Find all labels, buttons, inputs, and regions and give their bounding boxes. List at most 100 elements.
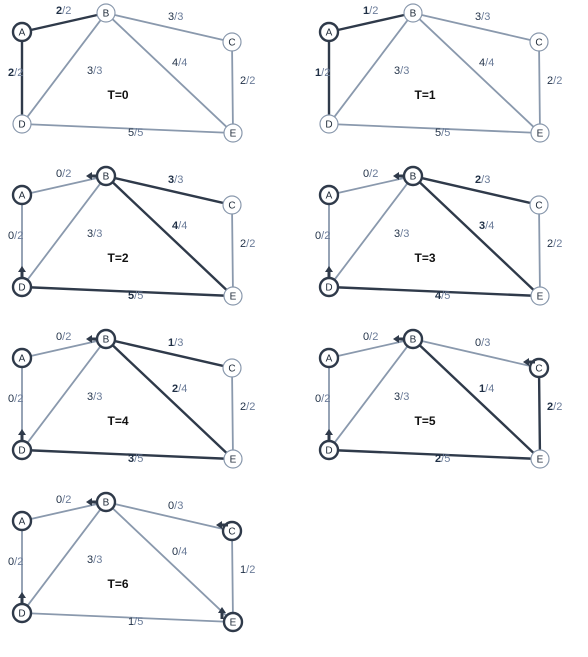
edge-label-bc: 2/3 xyxy=(475,174,490,186)
edge-bc xyxy=(420,340,532,367)
edge-slash: / xyxy=(481,11,485,23)
edge-label-ad: 0/2 xyxy=(315,393,330,405)
edge-be xyxy=(418,18,535,128)
node-b xyxy=(403,3,423,23)
edge-flow: 1 xyxy=(363,5,369,17)
edge-label-bc: 3/3 xyxy=(168,11,183,23)
edge-cap: 2 xyxy=(17,67,23,79)
edge-cap: 2 xyxy=(372,5,378,17)
edge-cap: 2 xyxy=(17,230,23,242)
edge-flow: 0 xyxy=(8,393,14,405)
edge-ab xyxy=(29,503,99,520)
edge-label-bd: 3/3 xyxy=(394,391,409,403)
edge-cap: 5 xyxy=(137,616,143,628)
edge-ab xyxy=(336,13,406,32)
edge-slash: / xyxy=(481,174,485,186)
edge-flow: 2 xyxy=(240,401,246,413)
edge-flow: 2 xyxy=(240,238,246,250)
node-label-a: A xyxy=(326,354,333,365)
node-label-d: D xyxy=(18,446,25,457)
edge-flow: 0 xyxy=(475,337,481,349)
node-c xyxy=(222,358,242,378)
node-a xyxy=(318,21,340,43)
edge-slash: / xyxy=(481,337,485,349)
edge-label-bd: 3/3 xyxy=(87,554,102,566)
node-c xyxy=(529,195,549,215)
edge-label-de: 5/5 xyxy=(435,127,450,139)
time-step-label: T=2 xyxy=(107,251,128,265)
time-step-label: T=0 xyxy=(107,88,128,102)
edge-bc xyxy=(420,14,532,41)
edge-ce xyxy=(537,375,542,452)
edge-label-de: 5/5 xyxy=(128,290,143,302)
edge-cap: 2 xyxy=(65,331,71,343)
node-label-a: A xyxy=(19,28,26,39)
edge-slash: / xyxy=(321,230,325,242)
edge-slash: / xyxy=(246,564,250,576)
edge-cap: 2 xyxy=(17,556,23,568)
edge-label-bc: 0/3 xyxy=(475,337,490,349)
edge-cap: 3 xyxy=(484,337,490,349)
node-label-d: D xyxy=(18,283,25,294)
edge-label-ab: 2/2 xyxy=(56,5,71,17)
edge-slash: / xyxy=(178,220,182,232)
edge-bd xyxy=(333,182,409,281)
edge-label-ad: 0/2 xyxy=(8,556,23,568)
edge-flow: 4 xyxy=(435,290,442,302)
edge-cap: 3 xyxy=(177,174,183,186)
edge-cap: 3 xyxy=(177,11,183,23)
edge-label-de: 2/5 xyxy=(435,453,450,465)
edge-cap: 3 xyxy=(96,228,102,240)
edge-ce xyxy=(231,50,234,125)
edge-label-bd: 3/3 xyxy=(87,391,102,403)
edge-cap: 4 xyxy=(181,220,187,232)
time-step-label: T=6 xyxy=(107,577,128,591)
edge-label-be: 4/4 xyxy=(172,57,187,69)
node-label-b: B xyxy=(103,498,110,509)
edge-flow: 1 xyxy=(168,337,174,349)
node-a xyxy=(11,510,33,532)
flow-arrow-icon xyxy=(393,172,405,180)
edge-cap: 4 xyxy=(488,57,494,69)
node-label-a: A xyxy=(19,354,26,365)
node-label-c: C xyxy=(228,38,235,49)
edge-slash: / xyxy=(246,238,250,250)
edge-cap: 4 xyxy=(181,57,187,69)
edge-flow: 2 xyxy=(56,5,62,17)
edge-label-bd: 3/3 xyxy=(394,65,409,77)
edge-flow: 3 xyxy=(168,174,174,186)
edge-cap: 3 xyxy=(96,65,102,77)
edge-cap: 3 xyxy=(177,337,183,349)
edge-slash: / xyxy=(93,554,97,566)
edge-cap: 3 xyxy=(177,500,183,512)
edge-flow: 2 xyxy=(240,75,246,87)
flow-arrow-icon xyxy=(393,335,405,343)
edge-bd xyxy=(26,508,102,607)
time-step-label: T=5 xyxy=(414,414,435,428)
node-e xyxy=(530,449,550,469)
edge-cap: 3 xyxy=(484,11,490,23)
node-label-a: A xyxy=(326,191,333,202)
edge-slash: / xyxy=(93,65,97,77)
flow-arrow-icon xyxy=(18,266,26,278)
edge-slash: / xyxy=(93,391,97,403)
flow-arrow-icon xyxy=(18,592,26,604)
edge-de xyxy=(336,286,533,297)
edge-label-de: 5/5 xyxy=(128,127,143,139)
edge-slash: / xyxy=(62,331,66,343)
edge-label-be: 1/4 xyxy=(479,383,494,395)
edge-cap: 2 xyxy=(17,393,23,405)
edge-flow: 3 xyxy=(87,228,93,240)
node-label-e: E xyxy=(537,292,544,303)
edge-slash: / xyxy=(485,383,489,395)
node-label-e: E xyxy=(230,618,237,629)
edge-flow: 3 xyxy=(128,453,134,465)
edge-label-ad: 0/2 xyxy=(8,393,23,405)
edge-slash: / xyxy=(174,500,178,512)
node-label-d: D xyxy=(18,609,25,620)
edge-label-ad: 0/2 xyxy=(315,230,330,242)
edge-slash: / xyxy=(134,616,138,628)
edge-bc xyxy=(113,14,225,41)
edge-cap: 2 xyxy=(249,75,255,87)
